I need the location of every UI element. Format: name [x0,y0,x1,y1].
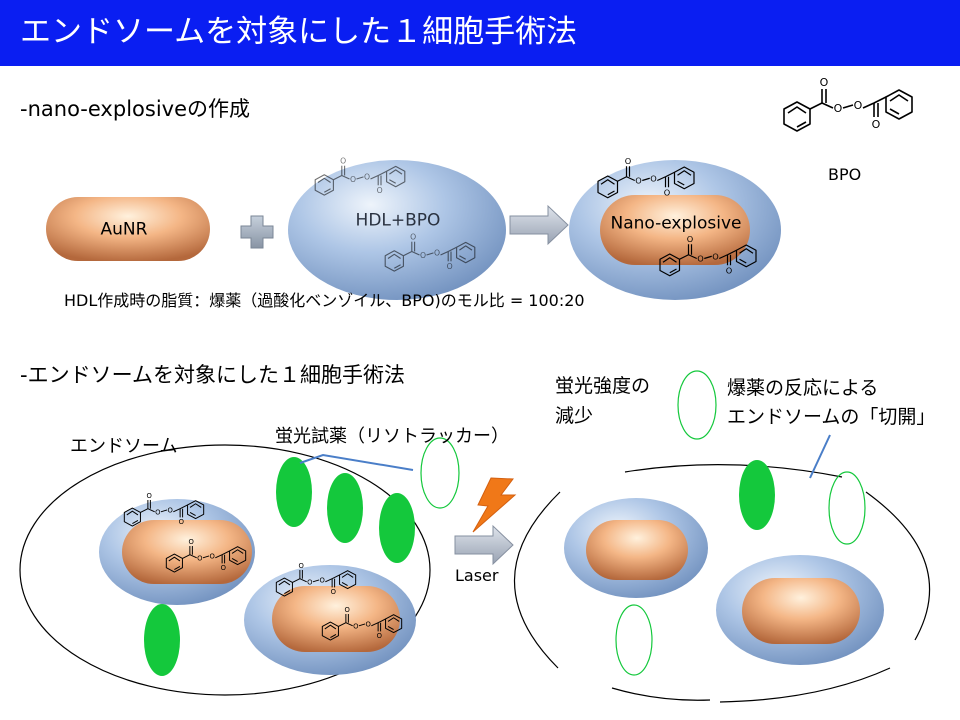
lipid-ratio-note: HDL作成時の脂質：爆薬（過酸化ベンゾイル、BPO)のモル比 = 100:20 [64,291,585,310]
incision-pointer-line [809,434,831,479]
nano-explosive-core [742,578,860,644]
incision-label-line1: 爆薬の反応による [727,377,879,399]
endosome-membrane [19,444,431,696]
reagent-pointer-line [299,453,414,471]
nano-explosive-core [272,586,400,652]
laser-lightning-icon [472,477,517,533]
endosome-membrane-fragment [865,491,931,641]
fluorescent-reagent [144,604,180,676]
laser-arrow-icon [454,524,514,566]
title-bar: エンドソームを対象にした１細胞手術法 [0,0,960,66]
fluorescent-reagent [276,457,312,527]
nano-explosive-core [122,520,252,584]
process-arrow-icon [509,204,569,246]
slide-title: エンドソームを対象にした１細胞手術法 [20,14,578,50]
hdl-bpo-label: HDL+BPO [355,210,441,231]
section2-heading: -エンドソームを対象にした１細胞手術法 [20,363,405,387]
fluorescent-reagent-outline [615,604,653,676]
laser-label: Laser [455,566,499,585]
endosome-label: エンドソーム [70,436,178,457]
plus-icon [240,215,274,249]
fluorescent-reagent [327,473,363,543]
nano-explosive-core [600,195,750,265]
fluorescent-reagent [739,460,775,530]
endosome-membrane-fragment [719,667,891,703]
endosome-membrane-fragment [513,491,561,669]
incision-label-line2: エンドソームの「切開」 [727,406,936,428]
section1-heading: -nano-explosiveの作成 [20,97,250,121]
fluorescent-reagent [379,493,415,563]
reagent-label: 蛍光試薬（リソトラッカー） [275,426,509,447]
aunr-rod [46,197,210,261]
endosome-membrane-fragment [624,464,843,478]
endosome-membrane-fragment [611,687,711,701]
fluorescent-reagent-outline [828,471,866,545]
fluorescent-reagent-outline [677,370,717,440]
nano-explosive-core [586,520,688,580]
fluorescent-reagent-outline [420,437,460,509]
bpo-label: BPO [828,165,862,184]
aunr-label: AuNR [100,219,148,240]
fluorescence-decrease-line2: 減少 [555,405,594,427]
fluorescence-decrease-line1: 蛍光強度の [555,375,651,397]
bpo-structure [783,75,913,132]
nano-explosive-label: Nano-explosive [610,213,742,234]
